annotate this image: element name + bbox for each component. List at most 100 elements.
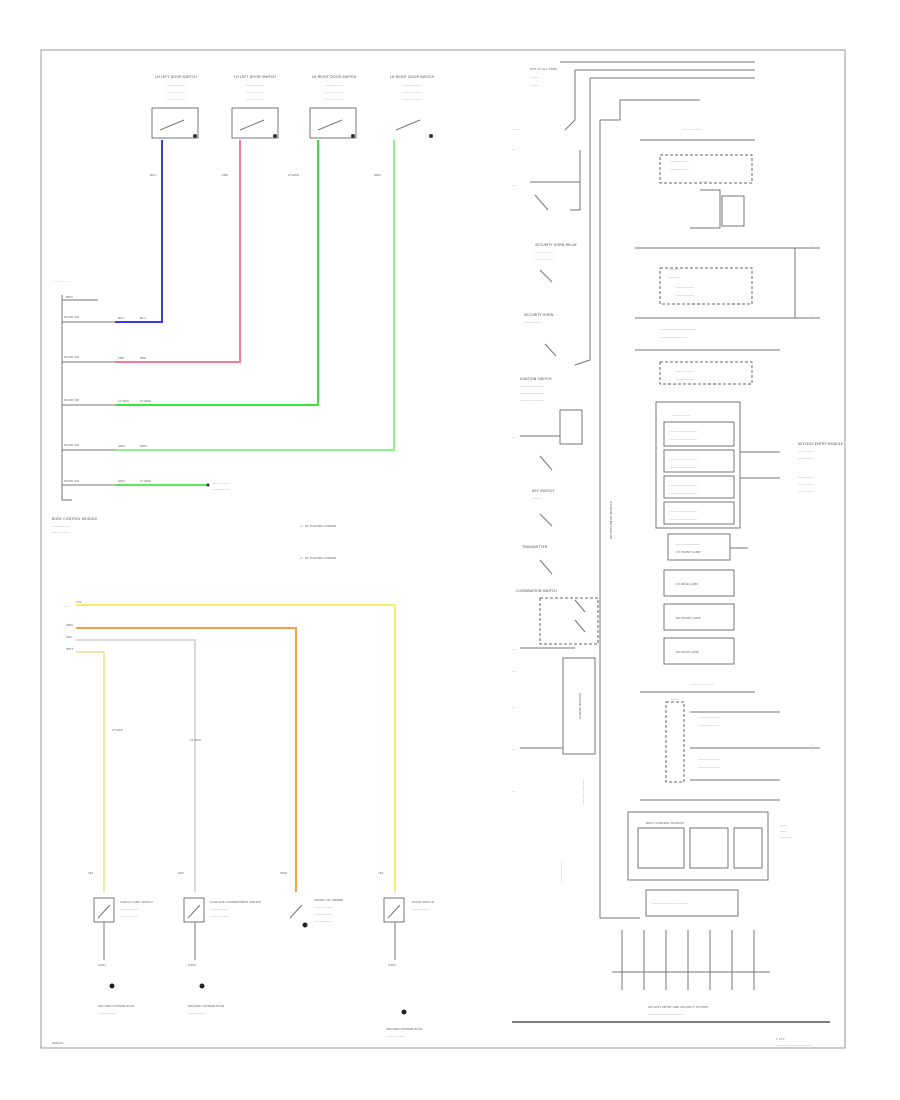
- svg-text:——————: ——————: [676, 285, 694, 289]
- svg-text:——————: ——————: [676, 377, 694, 381]
- svg-text:————————————: ————————————: [648, 1012, 684, 1016]
- svg-text:——————: ——————: [314, 919, 332, 923]
- svg-text:———: ———: [530, 75, 539, 79]
- svg-text:—————: —————: [798, 482, 813, 486]
- svg-text:LT GRN: LT GRN: [140, 399, 151, 403]
- ground-label-2: GROUND DISTRIBUTION: [188, 1004, 224, 1008]
- svg-text:—————: —————: [798, 475, 813, 479]
- combination-switch-label: COMBINATION SWITCH: [516, 589, 557, 593]
- bcm-pin-5: DOOR SW GRN LT GRN —————— ——————: [62, 479, 230, 491]
- wire-tag-1: BLU: [150, 173, 156, 177]
- diagram-frame: [40, 49, 846, 1049]
- svg-text:—————————: —————————: [670, 457, 697, 461]
- svg-text:——————: ——————: [167, 83, 185, 87]
- lower-switch-2-label: LUGGAGE COMPARTMENT SWITCH: [210, 900, 261, 904]
- svg-text:GRN: GRN: [118, 444, 125, 448]
- svg-text:LT GRN: LT GRN: [118, 399, 129, 403]
- door-switch-4-label: LH RIGHT DOOR SWITCH: [390, 75, 435, 79]
- svg-text:--: --: [812, 743, 814, 747]
- svg-text:———————: ———————: [698, 715, 719, 719]
- turn-lamp-2: LH REAR LAMP: [663, 569, 735, 597]
- svg-text:——: ——: [780, 829, 786, 833]
- svg-text:---: ---: [512, 789, 515, 793]
- svg-text:————: ————: [668, 275, 680, 279]
- svg-text:——————: ——————: [98, 1011, 116, 1015]
- svg-text:- - -: - - -: [64, 604, 69, 608]
- svg-text:————————: ————————: [520, 391, 544, 395]
- svg-text:————————: ————————: [520, 398, 544, 402]
- door-switch-3-label: LH RIGHT DOOR SWITCH: [312, 75, 357, 79]
- key-switch-label: KEY SWITCH: [532, 489, 554, 493]
- turn-lamp-1: ———————— LH FRONT LAMP: [667, 533, 748, 561]
- bcm-pin-1: DOOR SW BLU BLU: [62, 315, 146, 323]
- module-block-2: ———— ———— —————— —————— -- ———————————— …: [635, 248, 820, 351]
- svg-text:DOOR SW: DOOR SW: [64, 443, 79, 447]
- svg-text:--- -: --- -: [512, 669, 517, 673]
- svg-text:—————————: —————————: [670, 517, 697, 521]
- note-1: 1 : W/ FOLDING MIRROR: [300, 524, 336, 528]
- svg-text:——————: ——————: [246, 83, 264, 87]
- svg-text:BLU: BLU: [140, 316, 146, 320]
- svg-text:DOOR SW: DOOR SW: [64, 355, 79, 359]
- door-switch-1: LH LEFT DOOR SWITCH —————— —————— ——————: [151, 75, 199, 139]
- wire-tag-2: PNK: [222, 173, 229, 177]
- ignition-switch-label: IGNITION SWITCH: [520, 377, 552, 381]
- svg-text:———————: ———————: [698, 765, 719, 769]
- lower-switch-1-label: CARGO LAMP SWITCH: [120, 900, 153, 904]
- svg-text:—————: —————: [798, 449, 813, 453]
- svg-text:——————: ——————: [52, 524, 70, 528]
- keyless-module: —————— ————————— ————————— ————————— ———…: [655, 401, 844, 529]
- bcm-label: BODY CONTROL MODULE: [52, 517, 98, 521]
- bottom-module: —— —— ———— BODY CONTROL MODULE —————————…: [512, 799, 830, 1023]
- svg-text:---: ---: [512, 435, 515, 439]
- transmitter-label: TRANSMITTER: [521, 545, 548, 549]
- svg-text:——————: ——————: [412, 907, 430, 911]
- svg-text:———— ——: ———— ——: [670, 167, 689, 171]
- note-2: 2 : W/ FOLDING MIRROR: [300, 556, 336, 560]
- wire-pink: [115, 140, 241, 363]
- door-switch-3: LH RIGHT DOOR SWITCH —————— —————— —————…: [309, 75, 357, 139]
- bcm-pin-2: DOOR SW PNK PNK: [62, 355, 147, 363]
- svg-text:————————: ————————: [676, 542, 700, 546]
- svg-text:YEL: YEL: [88, 871, 94, 875]
- svg-text:——————: ——————: [403, 83, 421, 87]
- lower-switch-3-label: TRUNK LID OPENER: [313, 898, 343, 902]
- svg-text:BCM: BCM: [66, 295, 73, 299]
- svg-text:——————: ——————: [535, 257, 553, 261]
- lower-switch-1: YEL CARGO LAMP SWITCH —————— —————— G301…: [88, 871, 153, 1015]
- svg-text:——————: ——————: [52, 530, 70, 534]
- lower-switch-2: GRY LUGGAGE COMPARTMENT SWITCH —————— ——…: [178, 871, 261, 1015]
- wire-green-light: [115, 140, 319, 406]
- bottom-caption: KEYLESS ENTRY AND SECURITY SYSTEM: [648, 1005, 708, 1009]
- svg-text:——————: ——————: [212, 487, 230, 491]
- svg-text:——————: ——————: [676, 293, 694, 297]
- svg-text:——————: ——————: [210, 914, 228, 918]
- security-horn-label: SECURITY HORN: [524, 313, 554, 317]
- door-switch-4: LH RIGHT DOOR SWITCH —————— —————— —————…: [390, 75, 435, 138]
- svg-text:——————: ——————: [188, 1011, 206, 1015]
- svg-text:——————: ——————: [246, 90, 264, 94]
- svg-text:---: ---: [512, 647, 515, 651]
- svg-text:————: ————: [668, 267, 680, 271]
- svg-text:——————: ——————: [403, 97, 421, 101]
- svg-text:———: ———: [700, 179, 709, 183]
- wire-tag-3: LT GRN: [288, 173, 299, 177]
- svg-text:WHT: WHT: [66, 647, 73, 651]
- top-supply-label: HOT AT ALL TIMES: [530, 67, 558, 71]
- door-switch-2-label: LH LEFT DOOR SWITCH: [234, 75, 276, 79]
- svg-text:————————————: ————————————: [660, 327, 696, 331]
- svg-text:—————————: —————————: [670, 437, 697, 441]
- ground-label-3: GROUND DISTRIBUTION: [386, 1027, 422, 1031]
- svg-text:——: ——: [780, 823, 786, 827]
- svg-text:——————: ——————: [325, 83, 343, 87]
- svg-text:G401: G401: [388, 963, 396, 967]
- svg-text:——————: ——————: [167, 97, 185, 101]
- svg-text:————————: ————————: [690, 682, 714, 686]
- svg-text:GRY: GRY: [178, 871, 184, 875]
- svg-text:--: --: [812, 313, 814, 317]
- svg-text:---: ---: [512, 183, 515, 187]
- wire-blue: [115, 140, 163, 323]
- svg-text:———— ——: ———— ——: [670, 159, 689, 163]
- wire-cream: [76, 651, 105, 892]
